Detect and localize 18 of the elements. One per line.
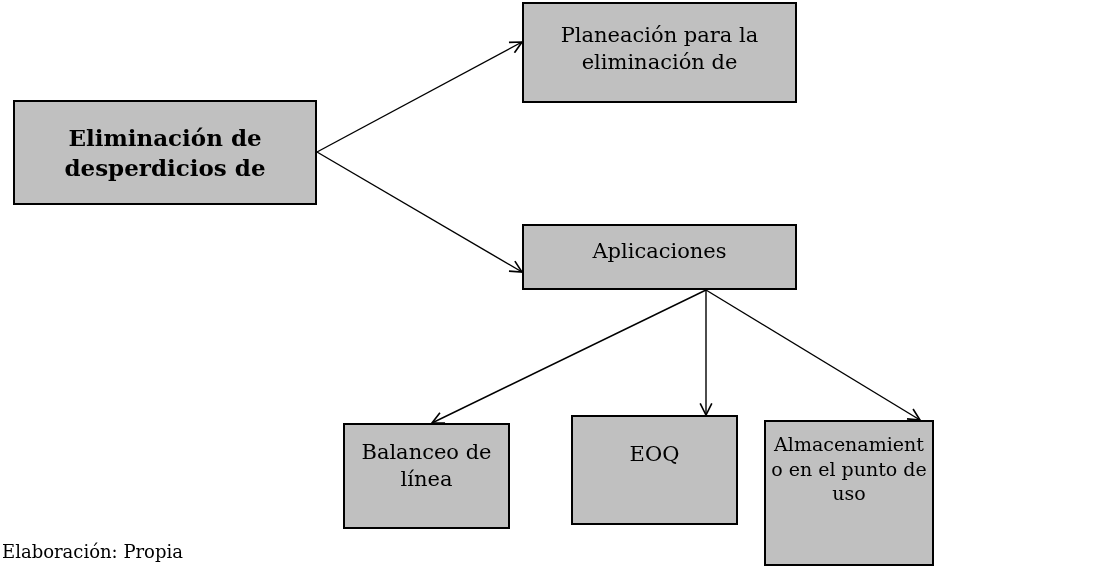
arrow	[431, 289, 707, 424]
arrow	[705, 289, 921, 421]
box-label: EOQ	[629, 441, 680, 468]
arrow	[316, 41, 523, 153]
box-label: Balanceo de línea	[360, 439, 493, 494]
process-box	[571, 415, 738, 525]
arrow	[316, 151, 523, 273]
process-box	[13, 100, 317, 205]
arrow	[699, 289, 713, 416]
process-box	[522, 224, 797, 290]
process-box	[522, 2, 797, 103]
box-label: Almacenamient o en el punto de uso	[770, 432, 928, 507]
process-box	[343, 423, 510, 529]
process-box	[764, 420, 934, 566]
source-note: Elaboración: Propia	[2, 541, 183, 562]
box-label: Planeación para la eliminación de	[559, 22, 760, 77]
box-label: Eliminación de desperdicios de	[63, 122, 267, 183]
box-label: Aplicaciones	[592, 238, 727, 265]
